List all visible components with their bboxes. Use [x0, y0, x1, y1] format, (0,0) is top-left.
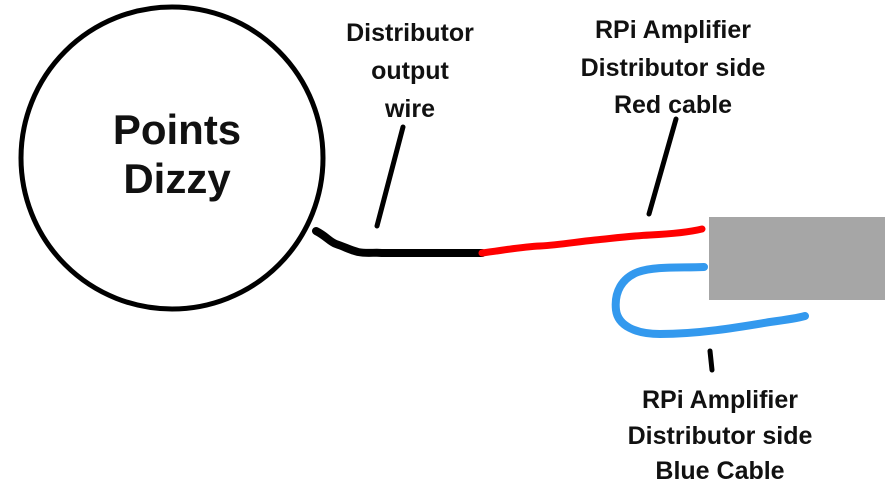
blue-cable-label: RPi Amplifier Distributor side Blue Cabl…: [602, 383, 838, 490]
red-cable-label: RPi Amplifier Distributor side Red cable: [555, 12, 791, 125]
distributor-output-label: Distributor output wire: [325, 14, 495, 128]
red-cable-line-3: Red cable: [613, 91, 733, 119]
blue-cable-line-1: RPi Amplifier: [641, 386, 799, 414]
distributor-output-pointer: [374, 124, 406, 229]
distributor-output-line-2: output: [371, 57, 449, 85]
points-dizzy-line-2: Dizzy: [123, 155, 231, 203]
red-cable-line-2: Distributor side: [580, 53, 766, 82]
points-dizzy-circle: [18, 4, 326, 312]
blue-cable-line-3: Blue Cable: [655, 457, 785, 485]
points-dizzy-line-1: Points: [112, 106, 242, 153]
distributor-output-wire: [312, 227, 486, 257]
wiring-diagram: [18, 4, 885, 373]
red-cable: [478, 225, 706, 257]
rpi-amplifier-block: [709, 217, 885, 300]
blue-cable-line-2: Distributor side: [627, 421, 813, 450]
points-dizzy-label: Points Dizzy: [70, 105, 284, 203]
blue-cable-pointer: [707, 348, 715, 373]
red-cable-pointer: [646, 116, 679, 217]
distributor-output-line-1: Distributor: [346, 19, 474, 47]
distributor-output-line-3: wire: [384, 95, 436, 123]
red-cable-line-1: RPi Amplifier: [594, 16, 752, 44]
blue-cable: [611, 263, 809, 338]
